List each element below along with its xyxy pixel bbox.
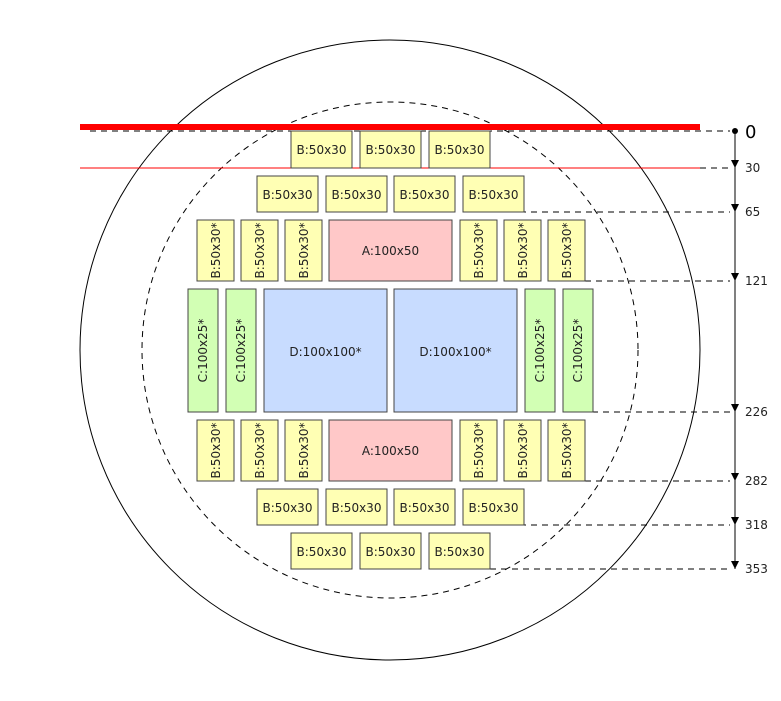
block-label: B:50x30: [400, 501, 450, 515]
scale-label: 318: [745, 518, 768, 532]
block-c: [225, 288, 257, 413]
block-label: B:50x30: [263, 501, 313, 515]
block-b: [359, 130, 422, 169]
block-label: B:50x30: [435, 143, 485, 157]
block-b: [428, 130, 491, 169]
block-c: [562, 288, 594, 413]
inner-dashed-circle: [141, 101, 639, 599]
block-b-rotated: [196, 419, 235, 482]
block-label: B:50x30: [400, 188, 450, 202]
block-label: A:100x50: [362, 244, 419, 258]
scale-arrow-282: [731, 473, 739, 481]
block-label: B:50x30*: [516, 423, 530, 479]
scale-label-zero: 0: [745, 122, 756, 143]
block-label: D:100x100*: [289, 345, 361, 359]
block-b: [325, 488, 388, 526]
scale-label: 353: [745, 562, 768, 576]
block-b-rotated: [284, 219, 323, 282]
row-7: B:50x30 B:50x30 B:50x30: [290, 532, 491, 570]
scale-label: 226: [745, 405, 768, 419]
block-a: [328, 419, 453, 482]
block-label: B:50x30*: [209, 423, 223, 479]
block-label: C:100x25*: [571, 319, 585, 383]
block-label: C:100x25*: [533, 319, 547, 383]
block-b-rotated: [547, 219, 586, 282]
block-d: [263, 288, 388, 413]
row-3: B:50x30* B:50x30* B:50x30* A:100x50 B:50…: [196, 219, 586, 282]
block-b: [325, 175, 388, 213]
block-b: [359, 532, 422, 570]
row-1: B:50x30 B:50x30 B:50x30: [290, 130, 491, 169]
block-b-rotated: [459, 219, 498, 282]
block-label: B:50x30*: [297, 423, 311, 479]
scale-arrow-30: [731, 160, 739, 168]
block-label: B:50x30*: [297, 223, 311, 279]
block-c: [187, 288, 219, 413]
scale-arrow-226: [731, 404, 739, 412]
scale-label: 121: [745, 274, 768, 288]
block-label: B:50x30: [332, 501, 382, 515]
block-b-rotated: [503, 419, 542, 482]
block-label: B:50x30: [297, 545, 347, 559]
block-label: C:100x25*: [234, 319, 248, 383]
block-label: B:50x30*: [253, 423, 267, 479]
block-label: D:100x100*: [419, 345, 491, 359]
block-label: B:50x30*: [253, 223, 267, 279]
block-label: B:50x30*: [516, 223, 530, 279]
block-c: [524, 288, 556, 413]
block-label: B:50x30*: [209, 223, 223, 279]
scale-label: 30: [745, 161, 760, 175]
block-label: B:50x30: [366, 143, 416, 157]
block-label: C:100x25*: [196, 319, 210, 383]
block-b: [290, 130, 353, 169]
block-b: [256, 175, 319, 213]
block-label: B:50x30*: [560, 223, 574, 279]
scale-label: 65: [745, 205, 760, 219]
block-label: B:50x30: [297, 143, 347, 157]
block-b: [290, 532, 353, 570]
depth-scale: 0 30 65 121 226 282 318 353: [731, 122, 768, 576]
row-5: B:50x30* B:50x30* B:50x30* A:100x50 B:50…: [196, 419, 586, 482]
block-b-rotated: [547, 419, 586, 482]
block-a: [328, 219, 453, 282]
outer-circle: [79, 39, 701, 661]
block-b: [462, 488, 525, 526]
block-b-rotated: [240, 219, 279, 282]
block-label: B:50x30: [469, 501, 519, 515]
block-b: [393, 175, 456, 213]
block-b: [428, 532, 491, 570]
row-2: B:50x30 B:50x30 B:50x30 B:50x30: [256, 175, 525, 213]
block-b-rotated: [196, 219, 235, 282]
block-b-rotated: [240, 419, 279, 482]
block-b-rotated: [284, 419, 323, 482]
block-label: B:50x30*: [560, 423, 574, 479]
scale-arrow-318: [731, 517, 739, 525]
block-b-rotated: [503, 219, 542, 282]
scale-label: 282: [745, 474, 768, 488]
block-label: B:50x30: [469, 188, 519, 202]
row-6: B:50x30 B:50x30 B:50x30 B:50x30: [256, 488, 525, 526]
block-label: B:50x30: [435, 545, 485, 559]
row-4: C:100x25* C:100x25* D:100x100* D:100x100…: [187, 288, 594, 413]
scale-arrow-65: [731, 204, 739, 212]
scale-arrow-121: [731, 273, 739, 281]
block-b-rotated: [459, 419, 498, 482]
block-label: B:50x30: [263, 188, 313, 202]
block-label: B:50x30: [332, 188, 382, 202]
block-d: [393, 288, 518, 413]
block-label: B:50x30: [366, 545, 416, 559]
block-b: [462, 175, 525, 213]
block-label: B:50x30*: [472, 423, 486, 479]
block-label: B:50x30*: [472, 223, 486, 279]
scale-arrow-353: [731, 561, 739, 569]
block-label: A:100x50: [362, 444, 419, 458]
block-b: [393, 488, 456, 526]
block-b: [256, 488, 319, 526]
